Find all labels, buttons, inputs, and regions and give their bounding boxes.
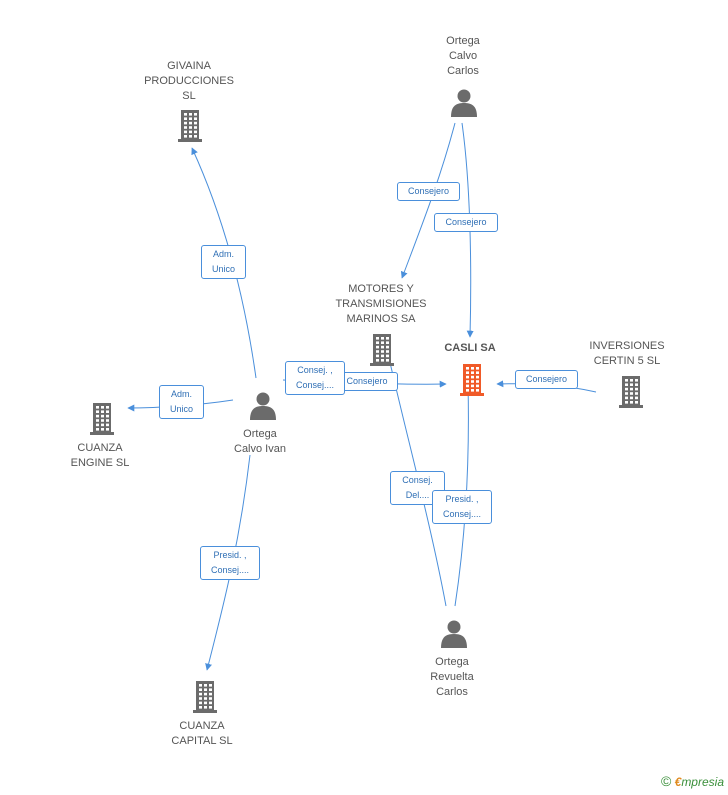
empresia-logo[interactable]: © €mpresia	[660, 773, 724, 789]
edge-label-consejero-casli-carlos[interactable]: Consejero	[434, 213, 498, 232]
node-label-givaina[interactable]: GIVAINA PRODUCCIONES SL	[144, 60, 234, 102]
building-icon-givaina[interactable]	[178, 110, 202, 142]
edge-label-adm-unico-engine[interactable]: Adm. Unico	[159, 385, 204, 419]
edge-label-consejero-motores[interactable]: Consejero	[397, 182, 460, 201]
edge-label-consejero-inversiones[interactable]: Consejero	[515, 370, 578, 389]
node-label-inversiones[interactable]: INVERSIONES CERTIN 5 SL	[589, 340, 665, 367]
edge-label-consej-ivan[interactable]: Consej. , Consej....	[285, 361, 345, 395]
building-icon-casli[interactable]	[460, 364, 484, 396]
node-label-ortega-revuelta[interactable]: Ortega Revuelta Carlos	[430, 656, 474, 698]
edge-label-presid-casli[interactable]: Presid. , Consej....	[432, 490, 492, 524]
edge-label-consejero-casli-ivan[interactable]: Consejero	[336, 372, 398, 391]
person-icon-ortega-revuelta[interactable]	[441, 620, 467, 649]
edge-label-presid-capital[interactable]: Presid. , Consej....	[200, 546, 260, 580]
building-icon-inversiones[interactable]	[619, 376, 643, 408]
node-label-cuanza-capital[interactable]: CUANZA CAPITAL SL	[171, 720, 233, 747]
person-icon-ortega-calvo-ivan[interactable]	[250, 392, 276, 421]
node-label-ortega-calvo-carlos[interactable]: Ortega Calvo Carlos	[446, 35, 480, 77]
edge-label-adm-unico-givaina[interactable]: Adm. Unico	[201, 245, 246, 279]
node-label-ortega-calvo-ivan[interactable]: Ortega Calvo Ivan	[234, 428, 286, 455]
node-label-cuanza-engine[interactable]: CUANZA ENGINE SL	[70, 442, 130, 469]
node-label-casli[interactable]: CASLI SA	[444, 342, 496, 354]
building-icon-motores[interactable]	[370, 334, 394, 366]
person-icon-ortega-calvo-carlos[interactable]	[451, 89, 477, 118]
building-icon-cuanza-engine[interactable]	[90, 403, 114, 435]
building-icon-cuanza-capital[interactable]	[193, 681, 217, 713]
edge-carlos-to-motores	[400, 122, 456, 279]
node-label-motores[interactable]: MOTORES Y TRANSMISIONES MARINOS SA	[335, 283, 427, 325]
copyright-icon: ©	[660, 773, 672, 789]
